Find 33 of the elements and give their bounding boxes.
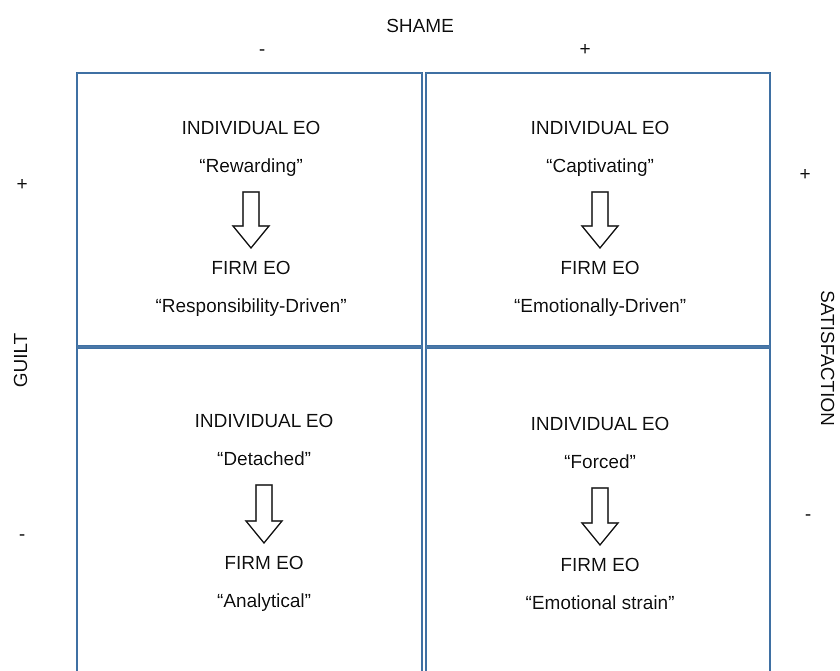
orientation-label: “Emotionally-Driven”: [514, 295, 686, 319]
axis-title: SHAME: [386, 16, 454, 38]
quadrant-cell: [76, 347, 423, 671]
sign-label: +: [579, 39, 591, 61]
block-arrow: [580, 191, 620, 250]
sign-label: +: [16, 174, 28, 196]
quadrant-cell: [425, 347, 771, 671]
level-heading: INDIVIDUAL EO: [194, 410, 334, 434]
sign-label: -: [258, 39, 266, 61]
axis-title: GUILT: [11, 332, 33, 388]
orientation-label: “Captivating”: [546, 155, 654, 179]
level-heading: INDIVIDUAL EO: [182, 117, 320, 141]
block-arrow: [244, 484, 284, 544]
level-heading: FIRM EO: [560, 554, 640, 578]
level-heading: INDIVIDUAL EO: [530, 413, 670, 437]
level-heading: INDIVIDUAL EO: [530, 117, 670, 141]
level-heading: FIRM EO: [211, 257, 291, 281]
sign-label: -: [18, 524, 26, 546]
level-heading: FIRM EO: [560, 257, 640, 281]
orientation-label: “Detached”: [217, 448, 311, 472]
quadrant-cell: [76, 72, 423, 347]
sign-label: +: [799, 164, 811, 186]
sign-label: -: [804, 504, 812, 526]
quadrant-cell: [425, 72, 771, 347]
orientation-label: “Analytical”: [217, 590, 311, 614]
orientation-label: “Rewarding”: [199, 155, 303, 179]
orientation-label: “Emotional strain”: [526, 592, 674, 616]
axis-title: SATISFACTION: [815, 290, 837, 426]
orientation-label: “Forced”: [564, 451, 636, 475]
block-arrow: [580, 487, 620, 546]
block-arrow: [231, 191, 271, 250]
orientation-label: “Responsibility-Driven”: [155, 295, 347, 319]
level-heading: FIRM EO: [224, 552, 304, 576]
